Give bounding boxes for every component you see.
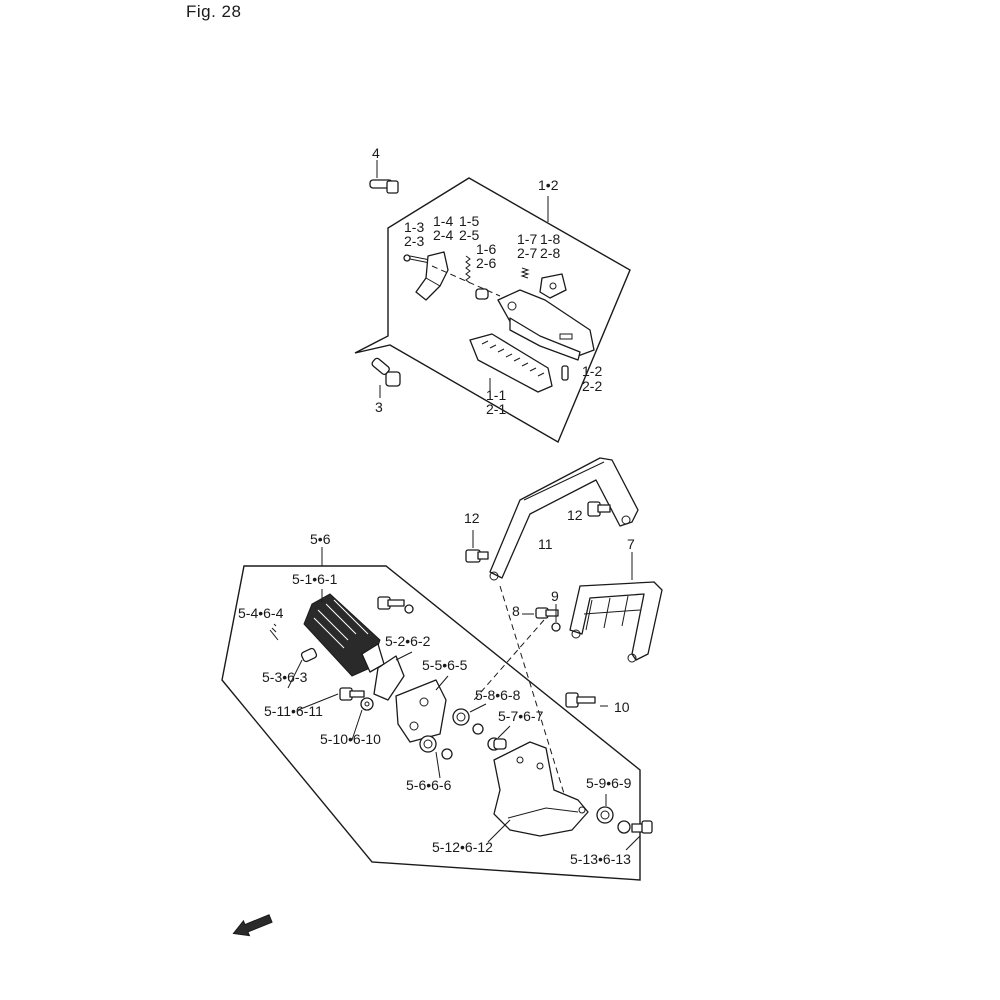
label-5-5: 5-5•6-5 <box>422 657 468 673</box>
bolt-8-part <box>535 607 559 619</box>
rack-7-part <box>569 552 663 663</box>
label-2-3: 2-3 <box>404 233 424 249</box>
footpeg-holder-part <box>497 289 595 361</box>
plate-1-8-part <box>539 273 567 299</box>
figure-title: Fig. 28 <box>186 2 242 21</box>
collar-5-3-part <box>300 647 318 663</box>
bolt-5-1-top-part <box>377 596 414 614</box>
label-5-8: 5-8•6-8 <box>475 687 521 703</box>
label-12a: 12 <box>464 510 480 526</box>
label-5-4: 5-4•6-4 <box>238 605 284 621</box>
label-5-12: 5-12•6-12 <box>432 839 493 855</box>
label-1-2b: 1-2 <box>582 363 602 379</box>
label-5-2: 5-2•6-2 <box>385 633 431 649</box>
footpeg-rubber-1-1-part <box>469 333 553 393</box>
label-4: 4 <box>372 145 380 161</box>
collar-5-7-part <box>487 737 507 751</box>
washer-9-part <box>551 622 561 632</box>
heel-guard-5-12-part <box>493 741 589 837</box>
label-5-9: 5-9•6-9 <box>586 775 632 791</box>
label-2-5: 2-5 <box>459 227 479 243</box>
label-11: 11 <box>538 536 553 552</box>
label-1-1: 1-1 <box>486 387 506 403</box>
label-2-6: 2-6 <box>476 255 496 271</box>
grab-handle-11-part <box>489 457 639 581</box>
label-2-7: 2-7 <box>517 245 537 261</box>
label-5-6: 5•6 <box>310 531 331 547</box>
bracket-5-5-part <box>395 679 447 743</box>
front-direction-arrow-icon <box>232 914 273 937</box>
label-2-4: 2-4 <box>433 227 453 243</box>
pin-1-3-part <box>403 254 431 264</box>
label-3: 3 <box>375 399 383 415</box>
label-7: 7 <box>627 536 635 552</box>
bolt-12-right-part <box>587 501 611 517</box>
upper-assembly-frame <box>354 177 631 444</box>
label-1-6: 1-6 <box>476 241 496 257</box>
label-5-13: 5-13•6-13 <box>570 851 631 867</box>
nut-5-8-part <box>452 708 484 735</box>
label-1-8: 1-8 <box>540 231 560 247</box>
label-5-1: 5-1•6-1 <box>292 571 338 587</box>
spring-1-7-part <box>520 267 530 279</box>
label-1-5: 1-5 <box>459 213 479 229</box>
label-1-2: 1•2 <box>538 177 559 193</box>
pin-5-4-part <box>269 623 279 641</box>
lower-assembly-frame <box>221 565 641 881</box>
label-2-2: 2-2 <box>582 378 602 394</box>
label-1-7: 1-7 <box>517 231 537 247</box>
bolt-4-part <box>369 160 399 194</box>
collar-1-6-part <box>475 288 489 300</box>
label-2-8: 2-8 <box>540 245 560 261</box>
label-9: 9 <box>551 588 559 604</box>
washer-5-10-part <box>360 697 374 711</box>
label-5-10: 5-10•6-10 <box>320 731 381 747</box>
label-8: 8 <box>512 603 520 619</box>
label-2-1: 2-1 <box>486 401 506 417</box>
label-5-6b: 5-6•6-6 <box>406 777 452 793</box>
label-12b: 12 <box>567 507 583 523</box>
grommet-5-9-part <box>596 806 653 834</box>
screw-1-2-part <box>561 365 569 381</box>
bolt-12-left-part <box>465 530 489 563</box>
bolt-3-part <box>371 357 401 398</box>
spring-1-5-part <box>465 255 471 284</box>
bolt-10-part <box>565 692 596 708</box>
label-5-11: 5-11•6-11 <box>264 703 323 719</box>
label-5-7: 5-7•6-7 <box>498 708 544 724</box>
nut-5-6-part <box>419 735 453 760</box>
label-1-3: 1-3 <box>404 219 424 235</box>
label-1-4: 1-4 <box>433 213 453 229</box>
bolt-5-11-part <box>339 687 365 701</box>
label-10: 10 <box>614 699 630 715</box>
bracket-1-4-part <box>415 251 449 301</box>
plate-5-2-part <box>373 655 405 701</box>
footpeg-rubber-5-1-part <box>303 593 385 677</box>
label-5-3: 5-3•6-3 <box>262 669 308 685</box>
